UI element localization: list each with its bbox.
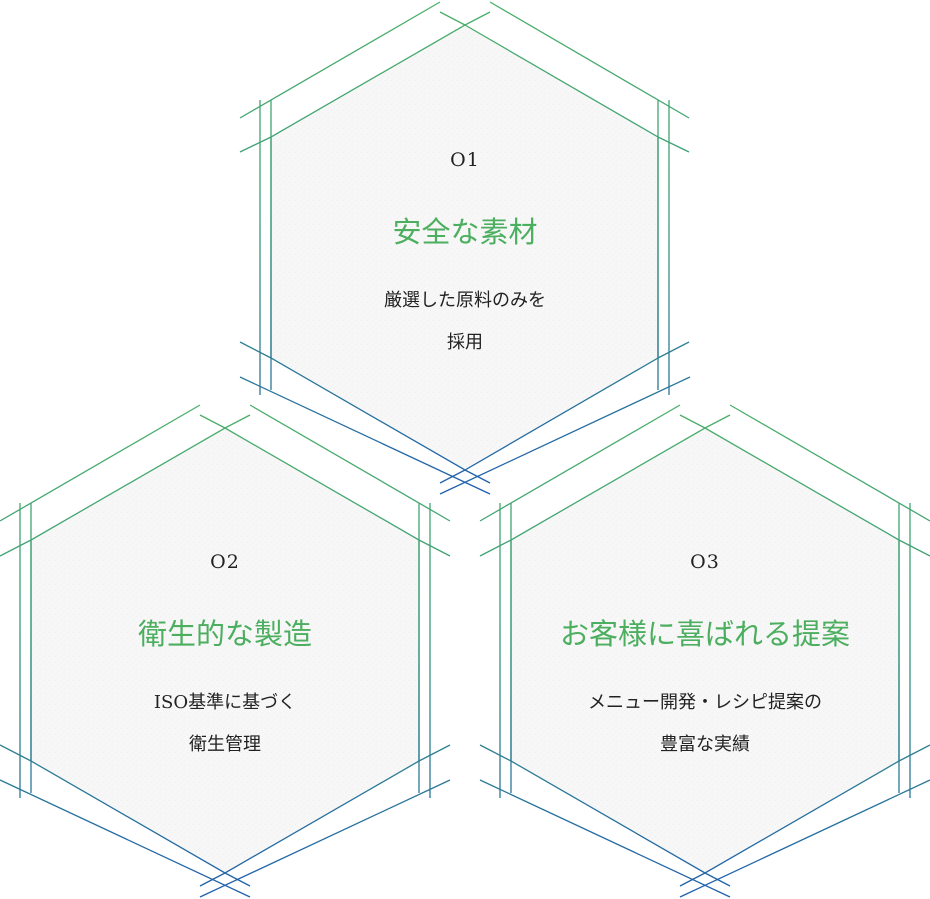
feature-card-1: O1 安全な素材 厳選した原料のみを 採用	[305, 148, 625, 364]
feature-number: O3	[690, 551, 720, 573]
feature-description-line1: 厳選した原料のみを	[384, 290, 546, 311]
feature-description-line1: ISO基準に基づく	[153, 692, 297, 713]
hexagon-2	[0, 404, 451, 898]
feature-number: O1	[450, 149, 480, 171]
feature-number: O2	[210, 551, 240, 573]
feature-description-line2: 衛生管理	[189, 734, 261, 755]
hexagon-1	[239, 1, 691, 495]
feature-title: お客様に喜ばれる提案	[559, 617, 850, 651]
feature-title: 衛生的な製造	[137, 617, 312, 651]
feature-card-3: O3 お客様に喜ばれる提案 メニュー開発・レシピ提案の 豊富な実績	[525, 550, 885, 766]
feature-description-line2: 豊富な実績	[660, 734, 750, 755]
feature-description-line1: メニュー開発・レシピ提案の	[588, 692, 822, 713]
feature-title: 安全な素材	[392, 215, 538, 249]
feature-description-line2: 採用	[447, 332, 483, 353]
hexagon-3	[479, 404, 930, 898]
feature-card-2: O2 衛生的な製造 ISO基準に基づく 衛生管理	[65, 550, 385, 766]
